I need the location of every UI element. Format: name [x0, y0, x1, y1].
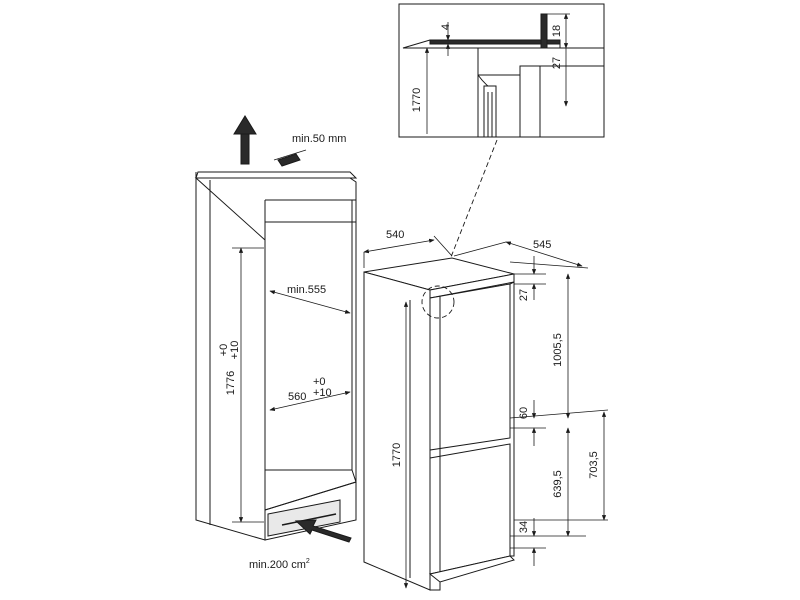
vent-airflow-arrow — [294, 519, 352, 543]
detail-door-edge — [483, 85, 497, 138]
niche-top-slab — [194, 177, 357, 242]
airflow-up-arrow — [240, 133, 250, 165]
niche-height-tol-top: +0 — [218, 344, 230, 357]
detail-cabinet-block — [477, 47, 605, 76]
top-offset-label: 27 — [518, 289, 530, 301]
upper-door — [429, 283, 511, 451]
detail-callout-circle — [421, 285, 455, 319]
niche-height-tol-bottom: +10 — [229, 341, 241, 360]
niche-width-tol-bottom: +10 — [313, 387, 332, 399]
appliance-depth-label: 545 — [533, 239, 551, 251]
upper-door-label: 1005,5 — [552, 333, 564, 367]
detail-seal — [429, 39, 561, 45]
door-gap-label: 60 — [518, 407, 530, 419]
bottom-offset-label: 34 — [518, 521, 530, 533]
detail-inset: 1770 4 18 27 — [398, 3, 605, 138]
niche-width-tol-top: +0 — [313, 376, 326, 388]
detail-offset-label: 27 — [551, 57, 563, 69]
detail-frame — [398, 3, 605, 138]
appliance-drawing: 540 545 27 1005,5 60 639,5 703,5 34 1770 — [363, 229, 609, 591]
min-top-gap-label: min.50 mm — [292, 133, 346, 145]
detail-height-label: 1770 — [411, 88, 423, 112]
detail-top-bar — [540, 13, 548, 49]
lower-section-label: 703,5 — [588, 451, 600, 479]
min-vent-area-label: min.200 cm2 — [249, 558, 310, 571]
appliance-side — [363, 271, 431, 591]
appliance-width-label: 540 — [386, 229, 404, 241]
appliance-height-label: 1770 — [391, 443, 403, 467]
vent-opening — [267, 499, 341, 537]
niche-width-label: 560 — [288, 391, 306, 403]
niche-height-label: 1776 — [225, 371, 237, 395]
detail-gap-label: 4 — [440, 24, 452, 30]
lower-door — [429, 443, 511, 575]
detail-top-label: 18 — [551, 25, 563, 37]
lower-door-label: 639,5 — [552, 470, 564, 498]
min-depth-label: min.555 — [287, 284, 326, 296]
niche-drawing: min.50 mm 1776 +0 +10 min.555 560 +0 +10… — [194, 115, 358, 571]
